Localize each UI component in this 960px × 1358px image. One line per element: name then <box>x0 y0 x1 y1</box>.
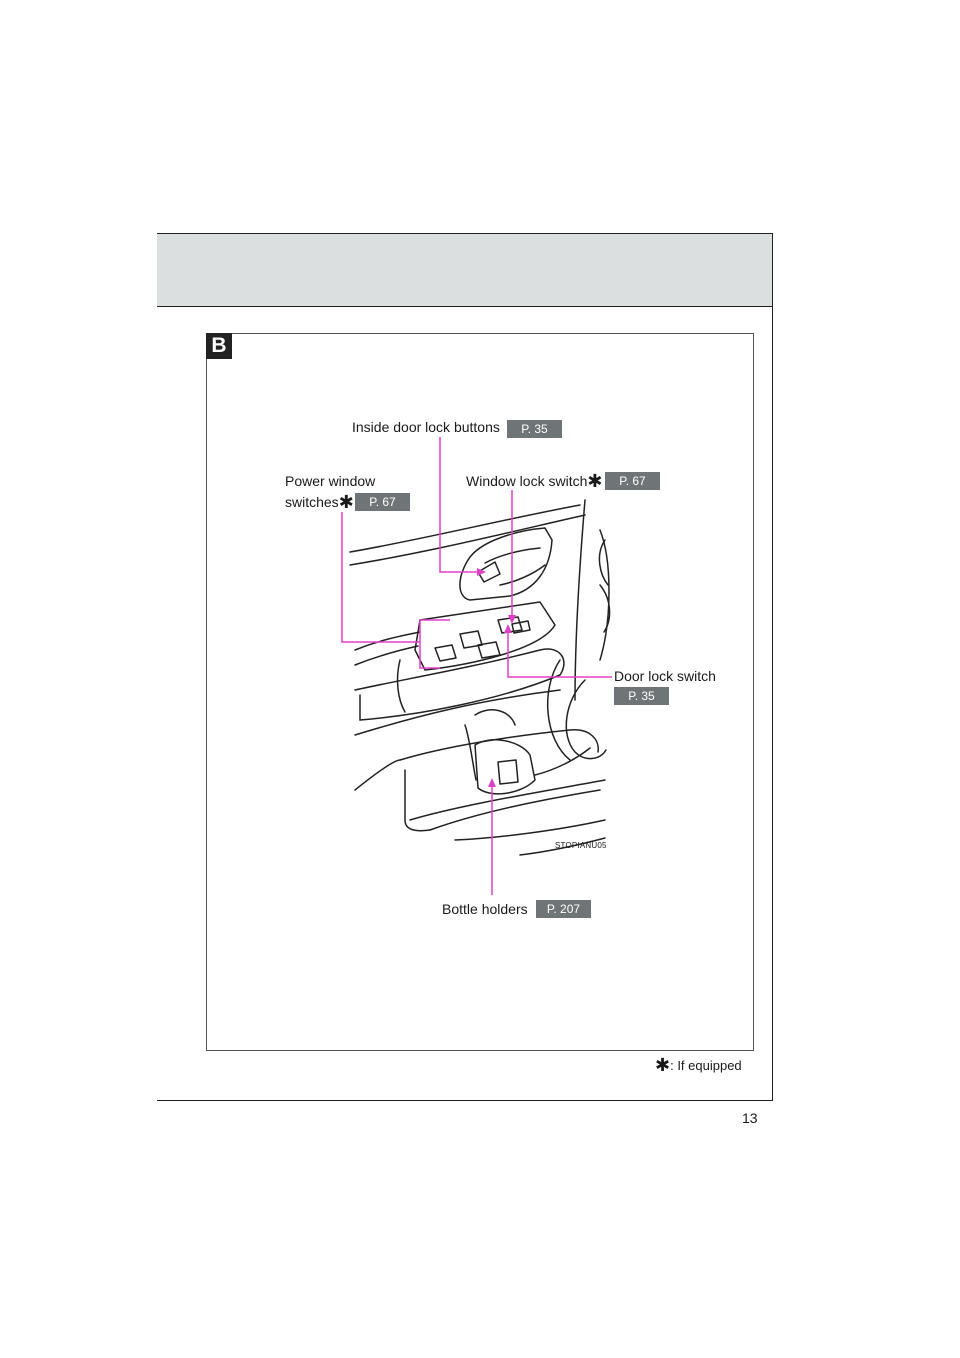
right-margin-rule <box>772 233 773 1101</box>
if-equipped-star-icon: ✱ <box>587 471 603 491</box>
leader-inside-door-lock <box>439 437 478 573</box>
footnote: ✱: If equipped <box>655 1055 742 1075</box>
label-door-lock: Door lock switch <box>614 668 716 684</box>
footnote-star-icon: ✱ <box>655 1055 671 1075</box>
bottom-rule <box>157 1100 773 1101</box>
label-bottle-holders-text: Bottle holders <box>442 901 528 917</box>
arrow-window-lock <box>508 615 516 624</box>
page-number: 13 <box>742 1110 758 1126</box>
label-window-lock-text: Window lock switch <box>466 473 588 489</box>
label-bottle-holders: Bottle holders <box>442 901 528 917</box>
header-band <box>157 233 773 307</box>
label-power-window-line2-wrap: switches✱ <box>285 492 354 512</box>
label-door-lock-text: Door lock switch <box>614 668 716 684</box>
leader-power-window-1 <box>341 512 420 643</box>
label-power-window-line1: Power window <box>285 473 376 489</box>
page-ref-window-lock[interactable]: P. 67 <box>605 472 660 490</box>
arrow-inside-door-lock <box>477 568 486 576</box>
page-ref-bottle-holders[interactable]: P. 207 <box>536 900 591 918</box>
leader-door-lock <box>507 630 612 678</box>
leader-power-window-3 <box>419 620 440 669</box>
arrow-bottle-holders <box>488 778 496 787</box>
label-inside-door-lock-text: Inside door lock buttons <box>352 419 500 435</box>
label-power-window: Power window <box>285 473 375 489</box>
page-ref-inside-door-lock[interactable]: P. 35 <box>507 420 562 438</box>
page-ref-door-lock[interactable]: P. 35 <box>614 687 669 705</box>
image-code: STOPIANU05 <box>555 841 607 850</box>
label-inside-door-lock: Inside door lock buttons <box>352 419 500 435</box>
footnote-text: : If equipped <box>670 1058 742 1073</box>
illustration-frame <box>206 333 754 1051</box>
label-window-lock: Window lock switch✱ <box>466 471 603 491</box>
if-equipped-star-icon: ✱ <box>338 492 354 512</box>
arrow-door-lock <box>504 624 512 633</box>
section-badge: B <box>206 333 232 359</box>
page-ref-power-window[interactable]: P. 67 <box>355 493 410 511</box>
label-power-window-line2: switches <box>285 494 339 510</box>
